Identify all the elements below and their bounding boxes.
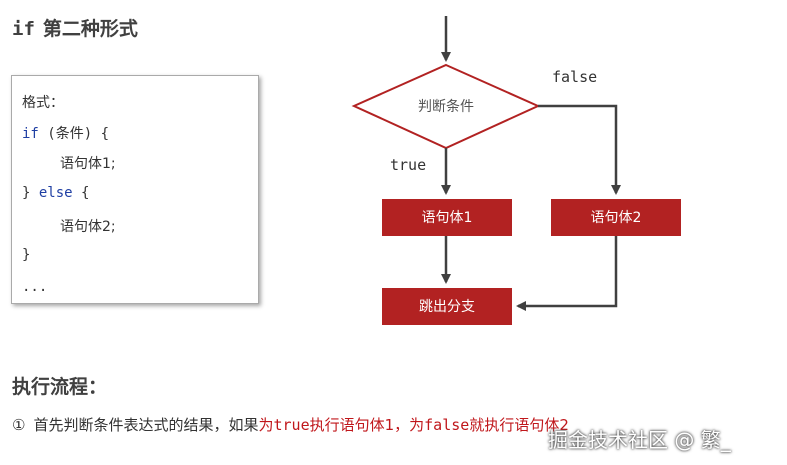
- code-line-if: if (条件) {: [22, 123, 109, 143]
- heading-keyword: if: [12, 18, 35, 40]
- step-false: false: [424, 416, 470, 434]
- step-text-2: 为: [258, 416, 274, 434]
- statement1-box: [382, 199, 512, 236]
- false-arrow: [538, 104, 621, 195]
- if-condition: (条件) {: [38, 126, 110, 142]
- condition-label: 判断条件: [418, 98, 474, 115]
- heading-text: 第二种形式: [42, 18, 138, 40]
- statement1-label: 语句体1: [422, 210, 473, 226]
- section-title: 执行流程：: [12, 376, 108, 398]
- step-true: true: [273, 416, 310, 434]
- else-keyword: else: [38, 185, 73, 201]
- stmt2-exit-arrow: [516, 236, 618, 311]
- watermark: 掘金技术社区 @ 繁_: [548, 428, 731, 452]
- exit-label: 跳出分支: [419, 299, 475, 315]
- code-line-stmt2: 语句体2;: [60, 219, 116, 235]
- code-line-close: }: [22, 247, 31, 263]
- code-line-stmt1: 语句体1;: [60, 156, 116, 172]
- code-line-else: } else {: [22, 185, 89, 201]
- true-label: true: [390, 156, 426, 174]
- step-number: ①: [12, 416, 26, 434]
- else-brace: }: [22, 185, 39, 201]
- format-label: 格式：: [22, 95, 64, 111]
- false-label: false: [552, 68, 597, 86]
- exit-box: [382, 288, 512, 325]
- step-text-4: 就执行语句体2: [469, 416, 569, 434]
- syntax-box: 格式： if (条件) { 语句体1; } else { 语句体2; } ...: [11, 75, 259, 304]
- else-rest: {: [72, 185, 90, 201]
- step-text-1: 首先判断条件表达式的结果，如果: [33, 416, 259, 434]
- step-1: ① 首先判断条件表达式的结果，如果为true执行语句体1，为false就执行语句体…: [12, 414, 569, 435]
- if-keyword: if: [22, 126, 39, 142]
- statement2-box: [551, 199, 681, 236]
- code-line-ellipsis: ...: [22, 279, 48, 295]
- page-heading: if 第二种形式: [12, 14, 138, 41]
- step-text-3: 执行语句体1，为: [309, 416, 425, 434]
- statement2-label: 语句体2: [591, 210, 642, 226]
